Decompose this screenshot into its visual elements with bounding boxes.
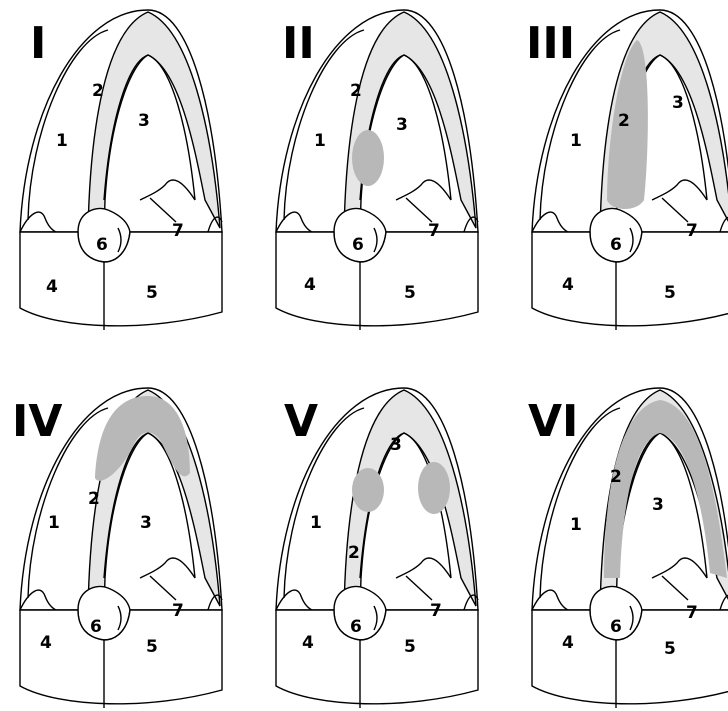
- region-label-3: 3: [652, 495, 664, 515]
- region-label-7: 7: [686, 221, 698, 241]
- region-label-2: 2: [88, 489, 100, 509]
- region-label-7: 7: [430, 601, 442, 621]
- region-label-6: 6: [610, 235, 622, 255]
- panel-label: IV: [12, 396, 62, 447]
- region-label-1: 1: [570, 131, 582, 151]
- panel-label: I: [30, 18, 46, 69]
- region-label-5: 5: [664, 639, 676, 659]
- region-label-6: 6: [90, 617, 102, 637]
- region-label-3: 3: [672, 93, 684, 113]
- region-label-2: 2: [350, 81, 362, 101]
- region-label-1: 1: [56, 131, 68, 151]
- panel-label: V: [284, 396, 318, 447]
- region-label-4: 4: [302, 633, 314, 653]
- region-label-6: 6: [352, 235, 364, 255]
- region-label-4: 4: [304, 275, 316, 295]
- region-label-7: 7: [172, 221, 184, 241]
- region-label-2: 2: [92, 81, 104, 101]
- panel-I: I 2 1 3 7 6 4 5: [20, 10, 222, 330]
- region-label-3: 3: [140, 513, 152, 533]
- panel-II: II 2 1 3 7 6 4 5: [276, 10, 478, 330]
- panel-III: III 2 1 3 7 6 4 5: [526, 10, 728, 330]
- panel-label: III: [526, 18, 575, 69]
- region-label-4: 4: [46, 277, 58, 297]
- region-label-2: 2: [348, 543, 360, 563]
- region-label-1: 1: [48, 513, 60, 533]
- region-label-5: 5: [404, 283, 416, 303]
- panel-label: II: [282, 18, 315, 69]
- region-label-5: 5: [404, 637, 416, 657]
- pattern-spot-left: [352, 468, 384, 512]
- region-label-7: 7: [172, 601, 184, 621]
- region-label-1: 1: [570, 515, 582, 535]
- region-label-7: 7: [686, 603, 698, 623]
- pattern-spot: [352, 130, 384, 186]
- region-label-5: 5: [146, 283, 158, 303]
- panel-VI: VI 2 3 1 7 6 4 5: [528, 388, 728, 708]
- region-label-1: 1: [314, 131, 326, 151]
- region-label-7: 7: [428, 221, 440, 241]
- pattern-spot-right: [418, 462, 450, 514]
- region-label-6: 6: [610, 617, 622, 637]
- region-label-2: 2: [618, 111, 630, 131]
- region-label-3: 3: [138, 111, 150, 131]
- region-label-4: 4: [40, 633, 52, 653]
- region-label-4: 4: [562, 633, 574, 653]
- region-label-4: 4: [562, 275, 574, 295]
- region-label-6: 6: [96, 235, 108, 255]
- panel-V: V 3 1 2 7 6 4 5: [276, 388, 478, 708]
- region-label-5: 5: [146, 637, 158, 657]
- region-label-5: 5: [664, 283, 676, 303]
- panel-label: VI: [528, 396, 578, 447]
- region-label-2: 2: [610, 467, 622, 487]
- region-label-6: 6: [350, 617, 362, 637]
- region-label-3: 3: [390, 435, 402, 455]
- region-label-1: 1: [310, 513, 322, 533]
- region-label-3: 3: [396, 115, 408, 135]
- panel-IV: IV 2 1 3 7 6 4 5: [12, 388, 222, 708]
